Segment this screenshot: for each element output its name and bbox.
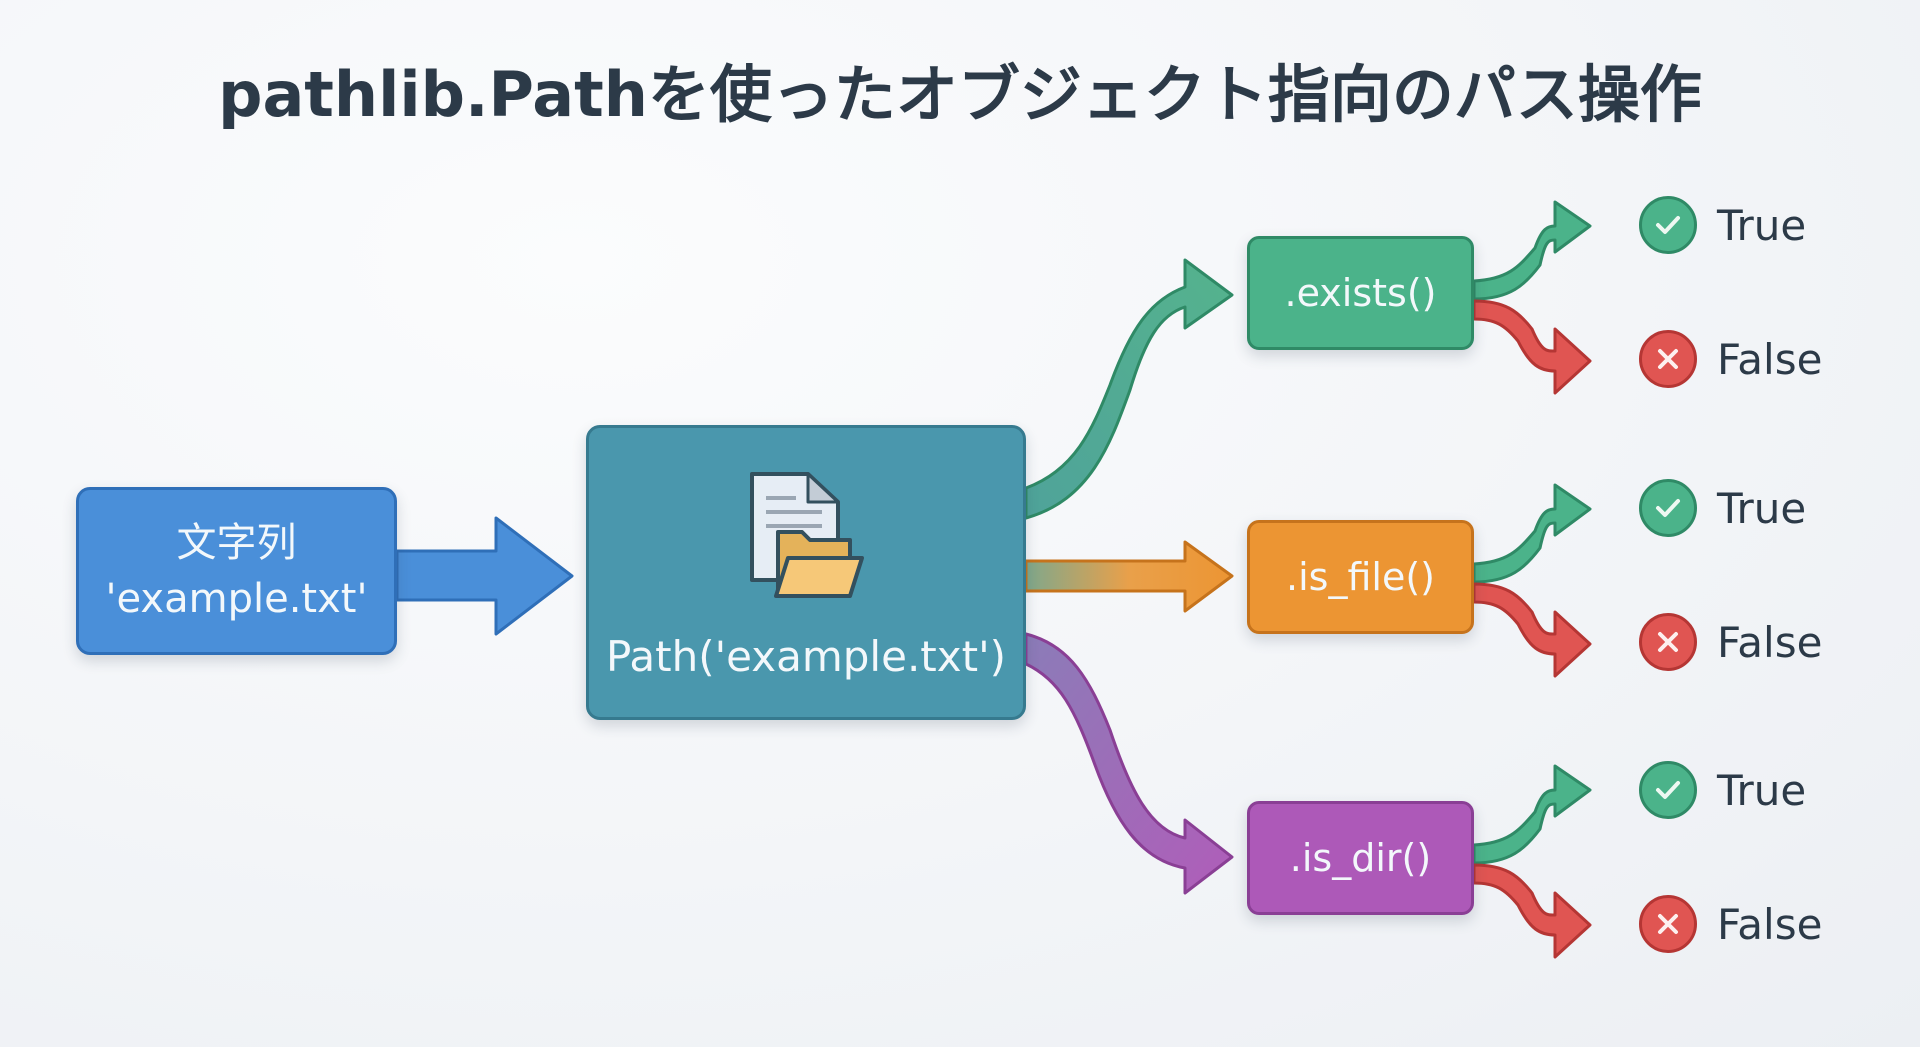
method-isdir-box: .is_dir() — [1247, 801, 1474, 915]
document-folder-icon — [746, 470, 866, 606]
exists-true-result: True — [1639, 193, 1806, 257]
result-label: True — [1717, 200, 1807, 250]
path-to-exists-arrow — [1024, 258, 1234, 520]
method-isdir-label: .is_dir() — [1289, 836, 1432, 880]
method-exists-box: .exists() — [1247, 236, 1474, 350]
result-label: True — [1717, 765, 1807, 815]
result-label: False — [1717, 899, 1823, 949]
isdir-true-result: True — [1639, 758, 1806, 822]
check-circle-icon — [1639, 196, 1697, 254]
result-label: True — [1717, 483, 1807, 533]
isdir-false-result: False — [1639, 892, 1822, 956]
check-circle-icon — [1639, 479, 1697, 537]
method-exists-label: .exists() — [1284, 271, 1437, 315]
x-circle-icon — [1639, 330, 1697, 388]
isfile-true-arrow — [1472, 483, 1592, 584]
isdir-true-arrow — [1472, 764, 1592, 865]
method-isfile-box: .is_file() — [1247, 520, 1474, 634]
diagram-title: pathlib.Pathを使ったオブジェクト指向のパス操作 — [218, 58, 1702, 131]
x-circle-icon — [1639, 613, 1697, 671]
path-object-label: Path('example.txt') — [605, 632, 1007, 681]
path-object-box: Path('example.txt') — [586, 425, 1026, 720]
isfile-true-result: True — [1639, 476, 1806, 540]
result-label: False — [1717, 334, 1823, 384]
exists-false-result: False — [1639, 327, 1822, 391]
string-value: 'example.txt' — [105, 576, 368, 622]
check-circle-icon — [1639, 761, 1697, 819]
x-circle-icon — [1639, 895, 1697, 953]
exists-true-arrow — [1472, 200, 1592, 301]
isdir-false-arrow — [1472, 863, 1592, 959]
string-label: 文字列 — [176, 520, 297, 566]
path-to-isdir-arrow — [1024, 632, 1234, 895]
path-to-isfile-arrow — [1024, 540, 1234, 613]
isfile-false-arrow — [1472, 582, 1592, 678]
method-isfile-label: .is_file() — [1286, 555, 1435, 599]
exists-false-arrow — [1472, 299, 1592, 395]
input-to-path-arrow — [395, 516, 574, 636]
isfile-false-result: False — [1639, 610, 1822, 674]
string-input-box: 文字列 'example.txt' — [76, 487, 397, 655]
result-label: False — [1717, 617, 1823, 667]
